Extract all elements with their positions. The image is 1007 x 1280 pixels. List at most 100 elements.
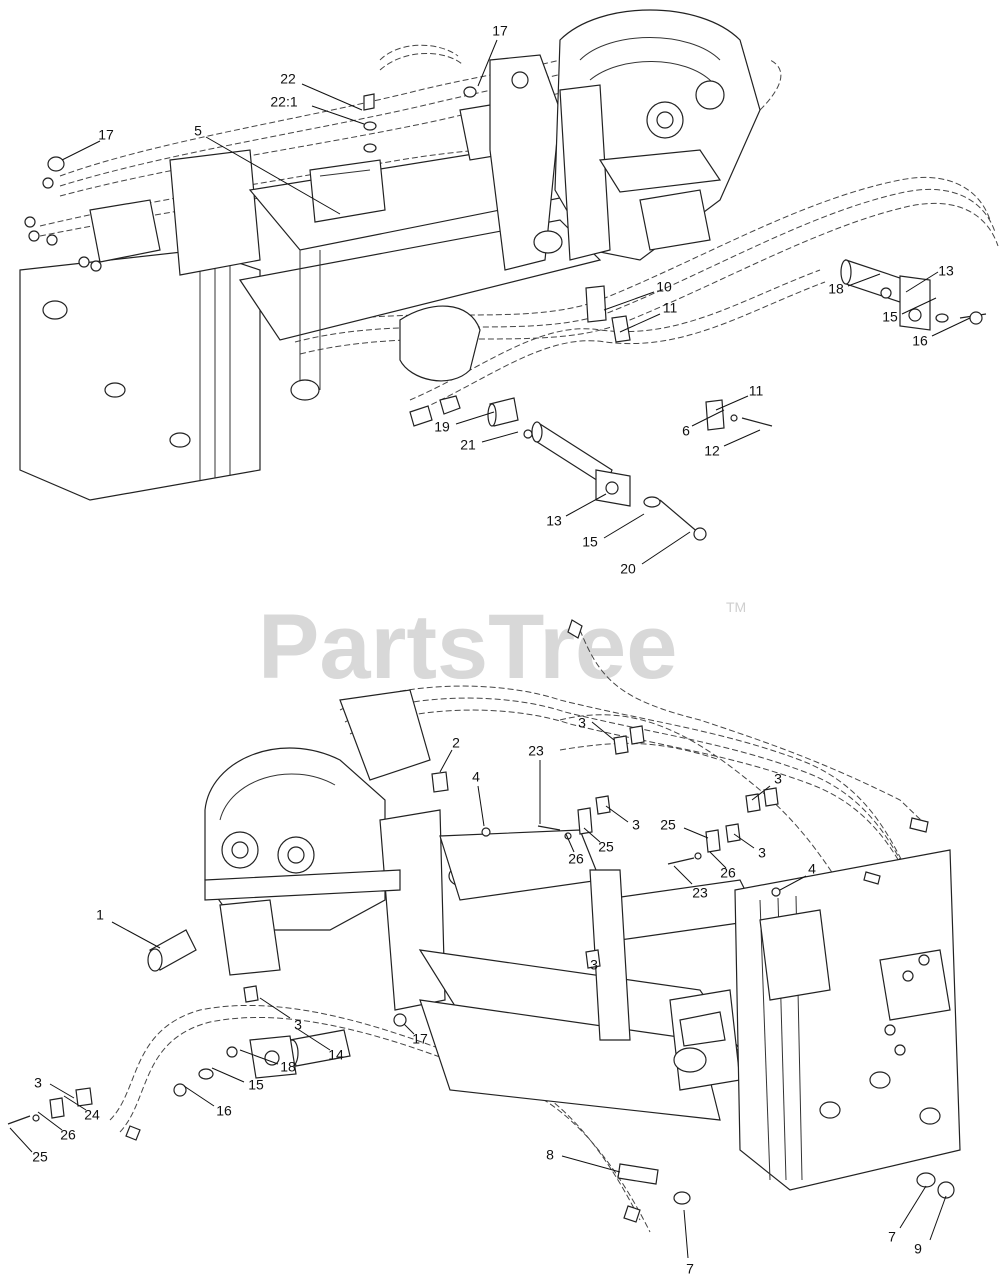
leader-line: [111, 921, 161, 949]
leader-line: [683, 1209, 689, 1259]
callout-number: 18: [828, 281, 844, 297]
callout-number: 18: [280, 1059, 296, 1075]
callout-b-25c: 25: [9, 1127, 48, 1165]
callout-number: 17: [98, 127, 114, 143]
leader-line: [403, 1023, 415, 1035]
callout-b-8: 8: [546, 1147, 621, 1173]
leader-line: [61, 140, 101, 161]
callout-number: 3: [774, 771, 782, 787]
leader-line: [211, 1067, 245, 1083]
callout-b-14: 14: [295, 1027, 344, 1063]
callout-t-11a: 11: [619, 300, 678, 333]
callout-number: 15: [582, 534, 598, 550]
callout-number: 7: [686, 1261, 694, 1277]
callout-t-22: 22: [280, 71, 363, 111]
leader-line: [583, 827, 601, 843]
callout-t-15a: 15: [882, 297, 937, 325]
callout-t-17b: 17: [61, 127, 114, 161]
bottom-assembly: [7, 619, 961, 1233]
watermark-text: PartsTree: [258, 596, 677, 698]
bottom-frame: [204, 689, 961, 1191]
callout-b-2: 2: [439, 735, 460, 773]
callout-t-15b: 15: [582, 513, 645, 550]
callout-t-22-1: 22:1: [270, 94, 365, 125]
callout-b-17c: 17: [403, 1023, 428, 1047]
callout-b-3c: 3: [605, 805, 640, 833]
callouts-bottom: 2323343252625326234133317141824152681625…: [9, 715, 947, 1277]
callout-number: 17: [412, 1031, 428, 1047]
leader-line: [899, 1185, 927, 1229]
callout-b-3b: 3: [751, 771, 782, 801]
callout-number: 6: [682, 423, 690, 439]
leader-line: [603, 513, 645, 539]
leader-line: [931, 317, 971, 337]
leader-line: [591, 721, 615, 741]
callout-number: 7: [888, 1229, 896, 1245]
leader-line: [477, 39, 498, 87]
callout-number: 12: [704, 443, 720, 459]
callout-b-26c: 26: [37, 1111, 76, 1143]
leader-line: [205, 136, 341, 215]
leader-line: [751, 785, 771, 801]
callout-t-18a: 18: [828, 273, 881, 297]
leader-line: [481, 431, 519, 443]
callout-number: 26: [720, 865, 736, 881]
top-frame: [19, 9, 761, 501]
leader-line: [259, 997, 291, 1019]
callout-b-9: 9: [914, 1195, 947, 1257]
callout-number: 4: [808, 861, 816, 877]
callout-b-4a: 4: [472, 769, 485, 827]
callout-t-19: 19: [434, 411, 495, 435]
callout-t-17a: 17: [477, 23, 508, 87]
callout-number: 17: [492, 23, 508, 39]
callout-number: 19: [434, 419, 450, 435]
callout-number: 21: [460, 437, 476, 453]
callout-number: 9: [914, 1241, 922, 1257]
callout-number: 26: [60, 1127, 76, 1143]
callout-number: 23: [528, 743, 544, 759]
callout-b-3d: 3: [733, 833, 766, 861]
callout-number: 3: [590, 957, 598, 973]
callout-b-7b: 7: [683, 1209, 694, 1277]
leader-line: [183, 1085, 215, 1107]
callout-number: 2: [452, 735, 460, 751]
callout-b-3e: 3: [590, 957, 598, 973]
leader-line: [301, 83, 363, 111]
callout-b-3a: 3: [578, 715, 615, 741]
leader-line: [311, 105, 365, 125]
callout-t-10: 10: [603, 279, 672, 311]
leader-line: [691, 409, 725, 427]
callout-number: 8: [546, 1147, 554, 1163]
callout-number: 15: [248, 1077, 264, 1093]
leader-line: [733, 833, 755, 849]
callout-number: 11: [663, 300, 678, 316]
leader-line: [641, 531, 691, 565]
leader-line: [619, 313, 661, 333]
callout-b-26b: 26: [709, 851, 736, 881]
callout-number: 15: [882, 309, 898, 325]
leader-line: [49, 1083, 75, 1099]
callout-number: 23: [692, 885, 708, 901]
callout-number: 25: [32, 1149, 48, 1165]
callout-b-18b: 18: [239, 1049, 296, 1075]
callout-number: 3: [34, 1075, 42, 1091]
leader-line: [673, 865, 693, 885]
callout-number: 14: [328, 1047, 344, 1063]
leader-line: [605, 805, 629, 823]
callout-b-25b: 25: [660, 817, 709, 839]
callout-b-3g: 3: [34, 1075, 75, 1099]
callout-t-21: 21: [460, 431, 519, 453]
leader-line: [565, 833, 575, 853]
watermark-trademark: TM: [726, 599, 746, 615]
callout-b-4b: 4: [779, 861, 816, 891]
callout-number: 24: [84, 1107, 100, 1123]
callout-t-6: 6: [682, 409, 725, 439]
leader-line: [439, 749, 453, 773]
leader-line: [9, 1127, 33, 1153]
callout-b-1: 1: [96, 907, 161, 949]
leader-line: [477, 785, 485, 827]
callout-number: 25: [660, 817, 676, 833]
